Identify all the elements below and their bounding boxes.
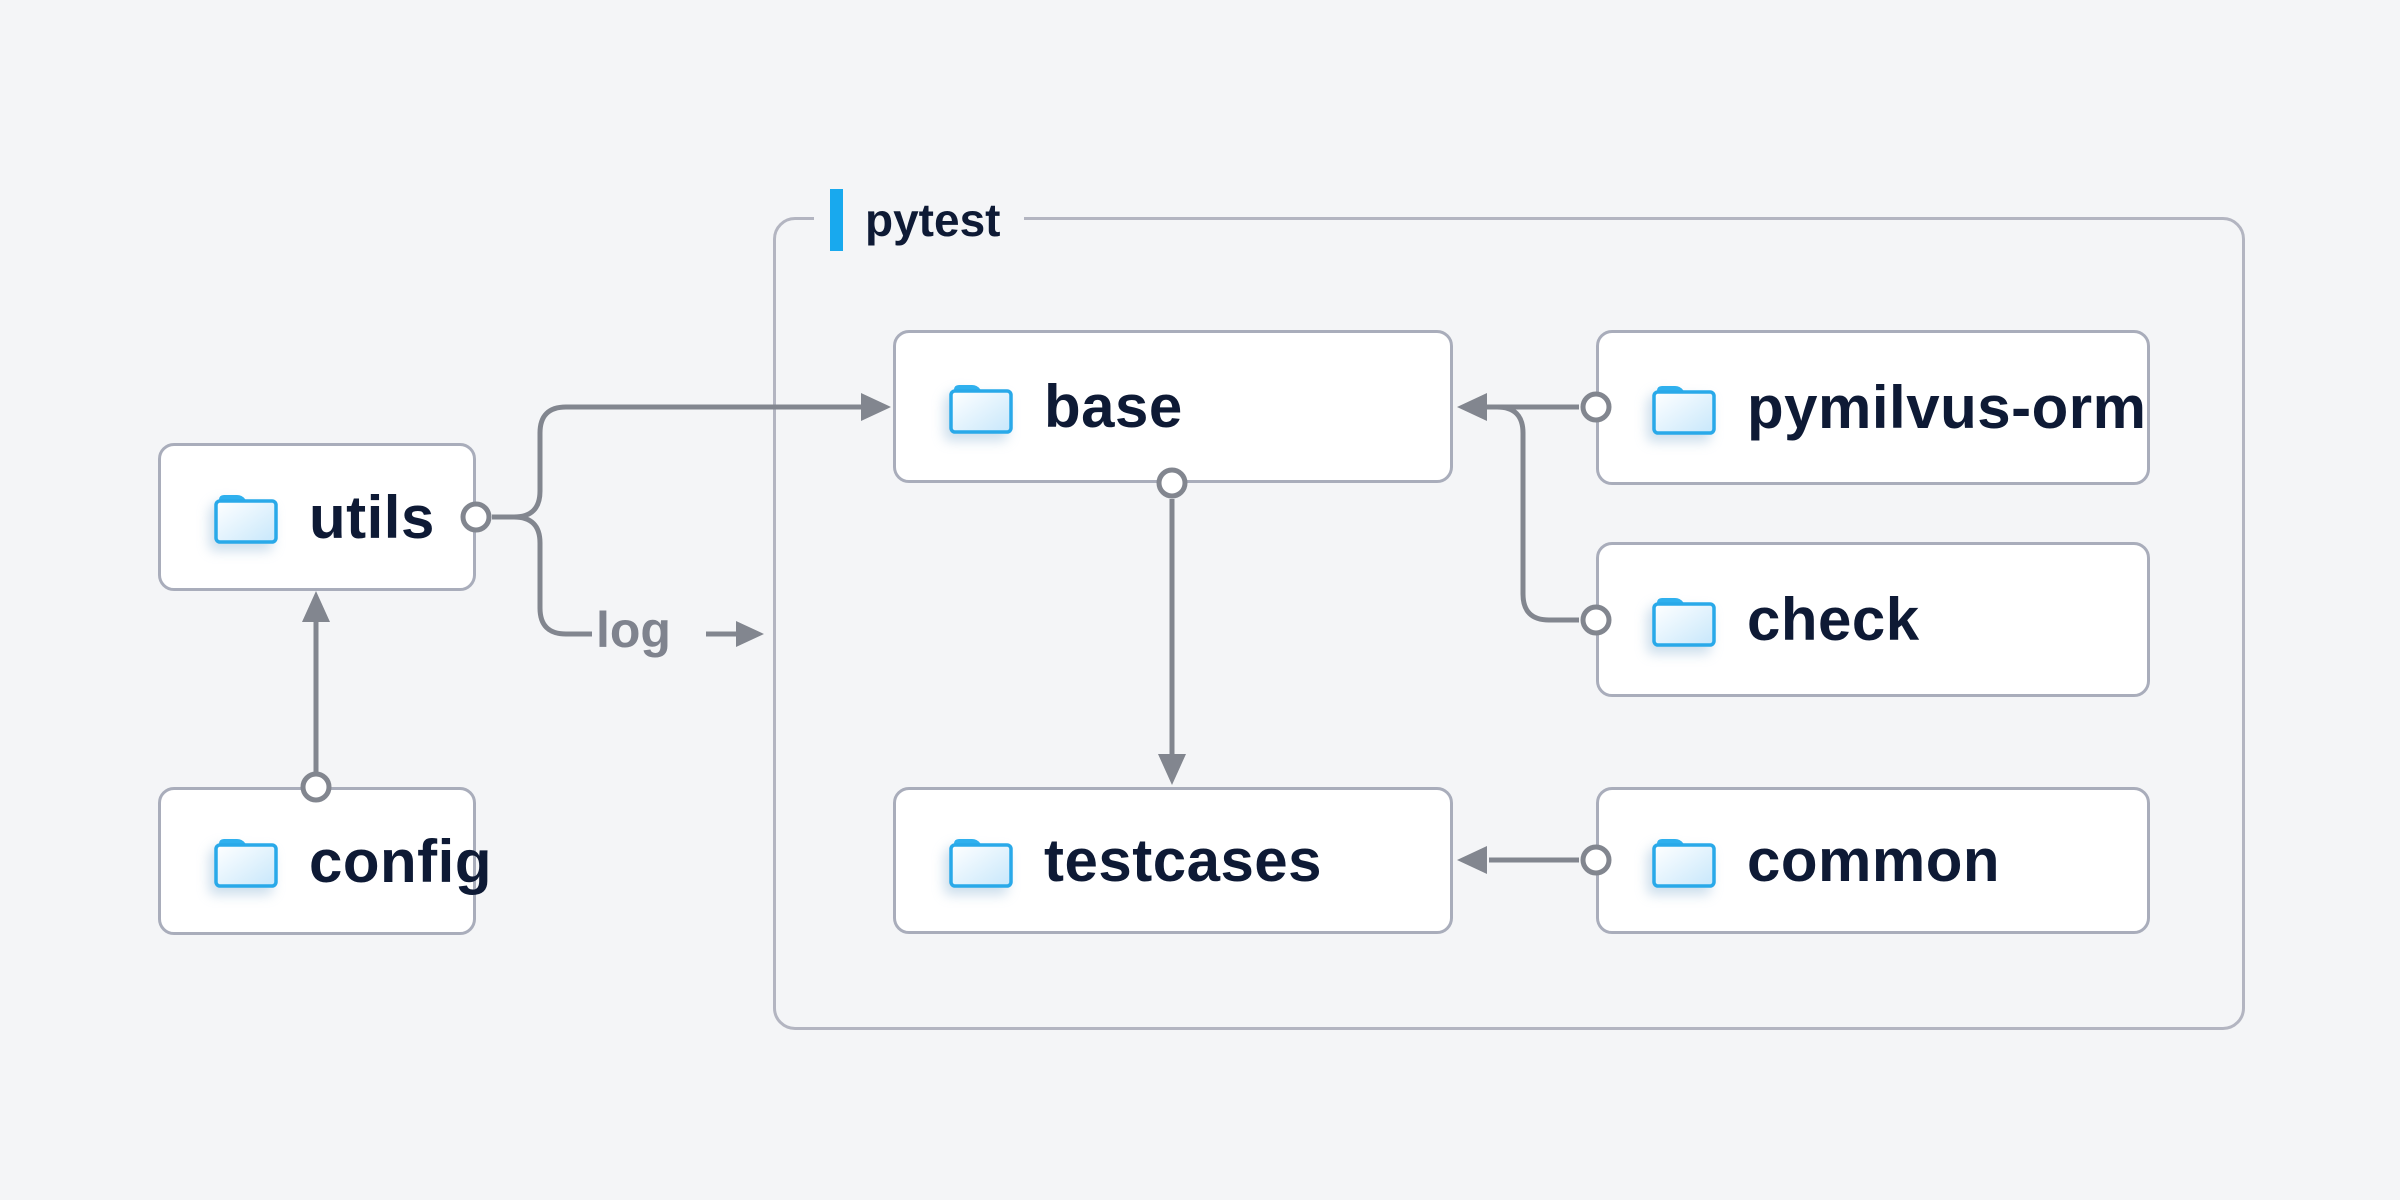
node-label: common [1747,827,2001,894]
folder-icon [1652,838,1716,888]
folder-icon [949,384,1013,434]
folder-icon [214,839,278,888]
folder-icon [1652,597,1716,647]
accent-bar [830,189,843,251]
folder-icon [214,495,278,544]
node-pymilvus-orm: pymilvus-orm [1596,330,2150,485]
node-testcases: testcases [893,787,1453,934]
edge-label-log: log [596,602,671,658]
folder-icon [1652,385,1716,435]
node-label: testcases [1044,827,1323,894]
node-check: check [1596,542,2150,697]
pytest-group-container: pytest [773,186,2245,1030]
edge-config-to-utils [300,591,332,803]
node-label: utils [309,483,435,551]
folder-icon [949,838,1013,888]
node-utils: utils [158,443,476,591]
pytest-group-title: pytest [865,194,1001,246]
node-config: config [158,787,491,935]
node-label: pymilvus-orm [1747,374,2147,441]
node-label: check [1747,586,1920,653]
node-common: common [1596,787,2150,934]
pytest-group-label: pytest [814,186,1025,254]
node-label: config [309,827,492,895]
node-label: base [1044,373,1183,440]
node-base: base [893,330,1453,483]
